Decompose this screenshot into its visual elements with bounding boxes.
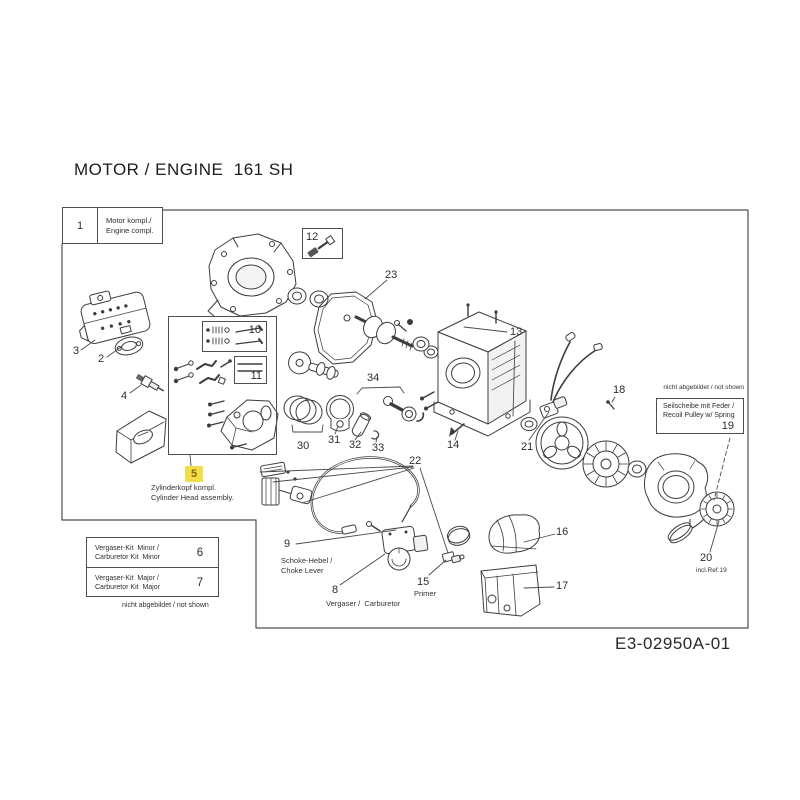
kit-minor-label: Vergaser-Kit Minor /Carburetor Kit Minor <box>95 545 160 561</box>
incl-ref-label: incl.Ref.19 <box>696 567 727 574</box>
callout-19: 19 <box>721 420 734 432</box>
small-valve-parts-sketch <box>394 319 430 352</box>
cylinder-head-group-box <box>168 316 277 455</box>
muffler-gasket-sketch <box>114 336 144 356</box>
cylinder-head-label: Zylinderkopf kompl.Cylinder Head assembl… <box>151 483 234 502</box>
callout-20: 20 <box>700 552 713 564</box>
rocker-parts-sketch <box>173 359 232 385</box>
callout-30: 30 <box>297 440 310 452</box>
callout-18: 18 <box>613 384 626 396</box>
engine-complete-box: 1 Motor kompl./Engine compl. <box>62 207 163 244</box>
page-title: MOTOR / ENGINE 161 SH <box>74 160 294 179</box>
starter-pulley-sketch <box>690 491 735 530</box>
screw-18-sketch <box>606 400 615 410</box>
callout-11: 11 <box>250 370 262 382</box>
callout-12: 12 <box>306 231 319 243</box>
recoil-housing-sketch <box>644 453 709 518</box>
callout-2: 2 <box>98 353 105 365</box>
callout-23: 23 <box>385 269 398 281</box>
not-shown-note-right: nicht abgebildet / not shown <box>663 384 744 391</box>
connecting-rod-sketch <box>383 391 439 422</box>
callout-31: 31 <box>328 434 341 446</box>
oil-seal-sketch <box>423 345 538 431</box>
engine-complete-label: Motor kompl./Engine compl. <box>106 216 154 235</box>
valve-cover-sketch <box>115 410 167 464</box>
bearing-seals-sketch <box>287 287 329 308</box>
wrist-pin-sketch <box>351 412 372 437</box>
crankcase-cover-sketch <box>207 233 297 317</box>
drawing-code: E3-02950A-01 <box>615 634 731 653</box>
ignition-coil-sketch <box>539 331 603 419</box>
callout-15: 15 <box>417 576 430 588</box>
callout-17: 17 <box>556 580 569 592</box>
callout-16: 16 <box>556 526 569 538</box>
callout-3: 3 <box>73 345 80 357</box>
leader-lines <box>80 279 731 589</box>
callout-4: 4 <box>121 390 128 402</box>
pin-clip-sketch <box>371 430 380 440</box>
push-rods-sketch <box>237 363 263 372</box>
bolt-14-sketch <box>449 423 465 437</box>
air-cleaner-cover-sketch <box>488 514 540 554</box>
valve-kit-sketch <box>206 325 263 345</box>
callout-32: 32 <box>349 439 362 451</box>
piston-sketch <box>326 395 354 432</box>
callout-22: 22 <box>409 455 422 467</box>
crankshaft-sketch <box>354 315 414 351</box>
callout-21: 21 <box>521 441 534 453</box>
callout-9: 9 <box>284 538 291 550</box>
camshaft-sketch <box>288 351 339 380</box>
callout-6: 6 <box>196 546 204 559</box>
flywheel-fan-sketch <box>582 440 630 488</box>
air-filter-base-sketch <box>480 564 541 617</box>
primer-label: Primer <box>414 589 437 598</box>
choke-lever-label: Schoke-Hebel /Choke Lever <box>281 556 333 575</box>
engine-block-sketch <box>433 303 531 437</box>
kit-row-major: Vergaser-Kit Major /Carburetor Kit Major… <box>87 568 218 598</box>
magneto-rotor-sketch <box>535 416 589 470</box>
carburetor-kit-table: Vergaser-Kit Minor /Carburetor Kit Minor… <box>86 537 219 597</box>
choke-disc-sketch <box>446 525 471 546</box>
kit-major-label: Vergaser-Kit Major /Carburetor Kit Major <box>95 575 160 591</box>
callout-8: 8 <box>332 584 339 596</box>
ref-box-12: 12 <box>302 228 343 259</box>
callout-14: 14 <box>447 439 460 451</box>
piston-rings-sketch <box>283 395 323 425</box>
primer-part-sketch <box>441 551 465 564</box>
crankcase-gasket-sketch <box>313 291 378 365</box>
cylinder-head-sketch <box>207 399 279 451</box>
callout-10: 10 <box>248 324 261 336</box>
callout-34: 34 <box>367 372 380 384</box>
recoil-pulley-box: Seilscheibe mit Feder /Recoil Pulley w/ … <box>656 398 744 434</box>
fuel-fitting-sketch <box>260 461 313 506</box>
ref-box-11: 11 <box>234 356 267 384</box>
diagram-border <box>61 209 749 629</box>
choke-cable-sketch <box>310 456 420 535</box>
not-shown-note-bottom: nicht abgebildet / not shown <box>122 602 209 609</box>
carburetor-sketch <box>366 521 429 571</box>
recoil-pulley-label: Seilscheibe mit Feder /Recoil Pulley w/ … <box>663 403 735 419</box>
callout-13: 13 <box>510 326 523 338</box>
kit-row-minor: Vergaser-Kit Minor /Carburetor Kit Minor… <box>87 538 218 568</box>
highlighted-callout: 5 <box>185 466 203 482</box>
spark-plug-sketch <box>135 373 164 392</box>
muffler-sketch <box>79 290 151 344</box>
bolt-12-sketch <box>307 235 336 258</box>
ref-box-10: 10 <box>202 321 267 352</box>
callout-7: 7 <box>196 577 204 589</box>
starter-handle-sketch <box>667 518 693 544</box>
carburetor-label: Vergaser / Carburetor <box>326 599 401 608</box>
callout-33: 33 <box>372 442 385 454</box>
callout-1: 1 <box>63 208 98 243</box>
